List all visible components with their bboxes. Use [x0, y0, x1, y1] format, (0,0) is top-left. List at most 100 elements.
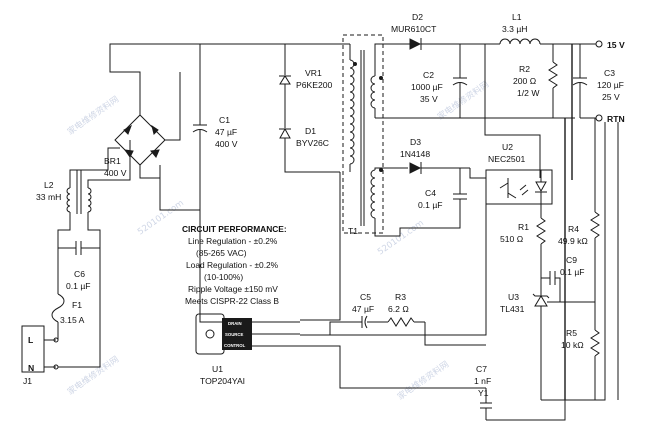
inductor-l1: L1 3.3 µH — [499, 12, 596, 45]
l2-ref: L2 — [44, 180, 54, 190]
f1-ref: F1 — [72, 300, 82, 310]
d2-ref: D2 — [412, 12, 423, 22]
svg-text:520101.com: 520101.com — [376, 218, 426, 257]
c7-value-2: Y1 — [478, 388, 489, 398]
d1-ref: D1 — [305, 126, 316, 136]
t1-ref: T1 — [348, 226, 358, 236]
c1-value-1: 47 µF — [215, 127, 237, 137]
u2-value: NEC2501 — [488, 154, 525, 164]
circuit-performance-block: CIRCUIT PERFORMANCE: Line Regulation - ±… — [182, 224, 287, 306]
transformer-t1: T1 — [342, 34, 384, 236]
wire-opto-supply — [484, 44, 541, 178]
wire-source — [199, 210, 222, 323]
pin-source-label: SOURCE — [225, 332, 244, 337]
r4-ref: R4 — [568, 224, 579, 234]
r3-ref: R3 — [395, 292, 406, 302]
connector-j1: L N J1 — [21, 325, 59, 386]
capacitor-c5: C5 47 µF — [329, 292, 388, 335]
r4-value: 49.9 kΩ — [558, 236, 588, 246]
c1-value-2: 400 V — [215, 139, 238, 149]
c3-value-1: 120 µF — [597, 80, 624, 90]
choke-l2: L2 33 mH — [36, 170, 101, 270]
capacitor-c3: C3 120 µF 25 V — [572, 44, 624, 118]
optocoupler-u2: U2 NEC2501 — [485, 142, 553, 205]
resistor-r1: R1 510 Ω — [500, 204, 546, 270]
c2-ref: C2 — [423, 70, 434, 80]
bridge-rectifier-br1: BR1 400 V — [69, 50, 181, 188]
wire-rtn-right — [600, 122, 606, 401]
svg-text:家电维修资料网: 家电维修资料网 — [65, 93, 121, 137]
u3-ref: U3 — [508, 292, 519, 302]
c6-ref: C6 — [74, 269, 85, 279]
capacitor-c4: C4 0.1 µF — [418, 168, 467, 225]
resistor-r3: R3 6.2 Ω — [387, 292, 486, 346]
svg-text:520101.com: 520101.com — [136, 198, 186, 237]
j1-ref: J1 — [23, 376, 32, 386]
capacitor-c2: C2 1000 µF 35 V — [411, 44, 468, 118]
l1-ref: L1 — [512, 12, 522, 22]
wire-hv-bus — [109, 43, 345, 50]
pin-drain-label: DRAIN — [228, 321, 242, 326]
pin-n-label: N — [28, 363, 34, 373]
r5-ref: R5 — [566, 328, 577, 338]
clamp-vr1-d1: VR1 P6KE200 D1 BYV26C — [279, 44, 340, 173]
c7-ref: C7 — [476, 364, 487, 374]
capacitor-c6: C6 0.1 µF — [58, 241, 100, 291]
u1-value: TOP204YAI — [200, 376, 245, 386]
performance-line-3: Load Regulation - ±0.2% — [186, 260, 279, 270]
fuse-f1: F1 3.15 A — [51, 270, 85, 340]
c3-value-2: 25 V — [602, 92, 620, 102]
pin-control-label: CONTROL — [224, 343, 246, 348]
br1-value: 400 V — [104, 168, 127, 178]
svg-text:家电维修资料网: 家电维修资料网 — [65, 353, 121, 397]
capacitor-c1: C1 47 µF 400 V — [192, 44, 238, 210]
wire-hv-return — [159, 165, 200, 211]
performance-line-1: Line Regulation - ±0.2% — [188, 236, 278, 246]
resistor-r4: R4 49.9 kΩ — [558, 118, 600, 285]
br1-ref: BR1 — [104, 156, 121, 166]
d2-value: MUR610CT — [391, 24, 437, 34]
svg-text:家电维修资料网: 家电维修资料网 — [435, 78, 491, 122]
c3-ref: C3 — [604, 68, 615, 78]
capacitor-c7: C7 1 nF Y1 — [474, 364, 566, 421]
performance-line-2: (85-265 VAC) — [196, 248, 247, 258]
r2-value-2: 1/2 W — [517, 88, 540, 98]
performance-line-6: Meets CISPR-22 Class B — [185, 296, 279, 306]
r2-ref: R2 — [519, 64, 530, 74]
wire-bias-to-opto — [469, 168, 486, 179]
wire-source-to-c7 — [300, 345, 486, 389]
d3-ref: D3 — [410, 137, 421, 147]
ic-u1: DRAIN SOURCE CONTROL U1 TOP204YAI — [195, 313, 300, 386]
wire-bias-return — [374, 218, 461, 237]
wire-drain — [300, 172, 341, 321]
u1-ref: U1 — [212, 364, 223, 374]
l2-value: 33 mH — [36, 192, 61, 202]
wire-secondary-top — [374, 43, 410, 76]
d1-value: BYV26C — [296, 138, 329, 148]
c5-ref: C5 — [360, 292, 371, 302]
wire-neutral — [58, 245, 101, 368]
performance-line-4: (10-100%) — [204, 272, 243, 282]
c4-value: 0.1 µF — [418, 200, 443, 210]
performance-line-5: Ripple Voltage ±150 mV — [188, 284, 278, 294]
c6-value: 0.1 µF — [66, 281, 91, 291]
output-rtn-label: RTN — [607, 114, 625, 124]
shunt-regulator-u3: U3 TL431 — [500, 278, 595, 400]
output-15v-label: 15 V — [607, 40, 625, 50]
c2-value-2: 35 V — [420, 94, 438, 104]
r3-value: 6.2 Ω — [388, 304, 409, 314]
wire-control — [300, 198, 487, 336]
resistor-r5: R5 10 kΩ — [561, 285, 600, 400]
vr1-value: P6KE200 — [296, 80, 333, 90]
svg-text:家电维修资料网: 家电维修资料网 — [395, 358, 451, 402]
c9-ref: C9 — [566, 255, 577, 265]
c4-ref: C4 — [425, 188, 436, 198]
c2-value-1: 1000 µF — [411, 82, 443, 92]
r5-value: 10 kΩ — [561, 340, 584, 350]
pin-l-label: L — [28, 335, 33, 345]
c1-ref: C1 — [219, 115, 230, 125]
resistor-r2: R2 200 Ω 1/2 W — [513, 44, 558, 118]
c7-value-1: 1 nF — [474, 376, 491, 386]
